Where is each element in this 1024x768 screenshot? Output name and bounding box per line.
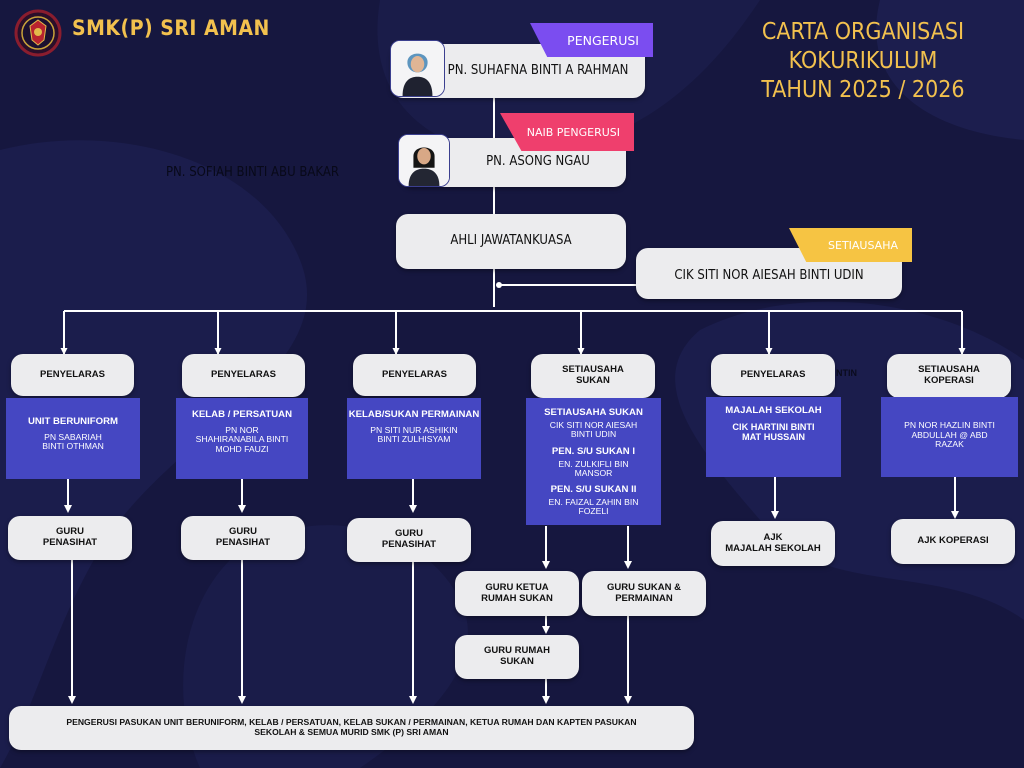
sub-title-1: PEN. S/U SUKAN I: [551, 445, 636, 457]
committee-box: AHLI JAWATANKUASA: [396, 214, 626, 269]
unit-person: CIK SITI NOR AIESAH BINTI UDIN: [549, 419, 638, 440]
chair-photo: [390, 40, 445, 97]
column-2-header: PENYELARAS: [182, 354, 305, 397]
footer-box: PENGERUSI PASUKAN UNIT BERUNIFORM, KELAB…: [9, 706, 694, 750]
chart-title: CARTA ORGANISASI KOKURIKULUM TAHUN 2025 …: [761, 19, 965, 103]
unit-person: PN NOR SHAHIRANABILA BINTI MOHD FAUZI: [195, 424, 289, 454]
column-3-header: PENYELARAS: [353, 354, 476, 396]
ajk-majalah-sekolah: AJK MAJALAH SEKOLAH: [711, 521, 835, 566]
column-1-header: PENYELARAS: [11, 354, 134, 396]
school-name: SMK(P) SRI AMAN: [72, 16, 270, 40]
sub-title-2: PEN. S/U SUKAN II: [550, 483, 637, 495]
sub-person-2: EN. FAIZAL ZAHIN BIN FOZELI: [548, 496, 639, 517]
unit-box-kelab-sukan: KELAB/SUKAN PERMAINAN PN SITI NUR ASHIKI…: [347, 398, 481, 479]
unit-title: KELAB/SUKAN PERMAINAN: [348, 409, 480, 420]
unit-title: MAJALAH SEKOLAH: [725, 405, 822, 416]
unit-title: SETIAUSAHA SUKAN: [544, 407, 643, 418]
unit-box-koperasi: PN NOR HAZLIN BINTI ABDULLAH @ ABD RAZAK: [881, 397, 1018, 477]
unit-box-beruniform: UNIT BERUNIFORM PN SABARIAH BINTI OTHMAN: [6, 398, 140, 479]
column-4-header: SETIAUSAHA SUKAN: [531, 354, 655, 398]
guru-ketua-rumah-sukan: GURU KETUA RUMAH SUKAN: [455, 571, 579, 616]
column-5-header: PENYELARAS: [711, 354, 835, 396]
unit-title: UNIT BERUNIFORM: [27, 416, 119, 427]
stray-name-text: PN. SOFIAH BINTI ABU BAKAR: [166, 165, 339, 180]
guru-rumah-sukan: GURU RUMAH SUKAN: [455, 635, 579, 679]
committee-label: AHLI JAWATANKUASA: [450, 233, 572, 249]
vice-chair-role-tag: NAIB PENGERUSI: [500, 113, 634, 151]
stray-text-fragment: NTIN: [836, 368, 857, 378]
guru-sukan-permainan: GURU SUKAN & PERMAINAN: [582, 571, 706, 616]
guru-penasihat-3: GURU PENASIHAT: [347, 518, 471, 562]
ajk-koperasi: AJK KOPERASI: [891, 519, 1015, 564]
unit-title: KELAB / PERSATUAN: [191, 409, 293, 420]
guru-penasihat-2: GURU PENASIHAT: [181, 516, 305, 560]
secretary-name: CIK SITI NOR AIESAH BINTI UDIN: [674, 268, 864, 284]
unit-box-kelab: KELAB / PERSATUAN PN NOR SHAHIRANABILA B…: [176, 398, 308, 479]
guru-penasihat-1: GURU PENASIHAT: [8, 516, 132, 560]
school-crest-icon: [14, 9, 62, 57]
chair-name: PN. SUHAFNA BINTI A RAHMAN: [447, 62, 629, 78]
unit-box-setiausaha-sukan: SETIAUSAHA SUKAN CIK SITI NOR AIESAH BIN…: [526, 398, 661, 525]
vice-chair-name: PN. ASONG NGAU: [486, 154, 590, 170]
secretary-role-tag: SETIAUSAHA: [789, 228, 912, 262]
vice-chair-photo: [398, 134, 450, 187]
column-6-header: SETIAUSAHA KOPERASI: [887, 354, 1011, 398]
sub-person-1: EN. ZULKIFLI BIN MANSOR: [558, 458, 629, 479]
unit-person: CIK HARTINI BINTI MAT HUSSAIN: [732, 421, 815, 443]
unit-person: PN SITI NUR ASHIKIN BINTI ZULHISYAM: [370, 424, 458, 445]
unit-box-majalah: MAJALAH SEKOLAH CIK HARTINI BINTI MAT HU…: [706, 397, 841, 477]
unit-person: PN NOR HAZLIN BINTI ABDULLAH @ ABD RAZAK: [904, 420, 995, 450]
unit-person: PN SABARIAH BINTI OTHMAN: [42, 431, 104, 452]
chair-role-tag: PENGERUSI: [530, 23, 653, 57]
